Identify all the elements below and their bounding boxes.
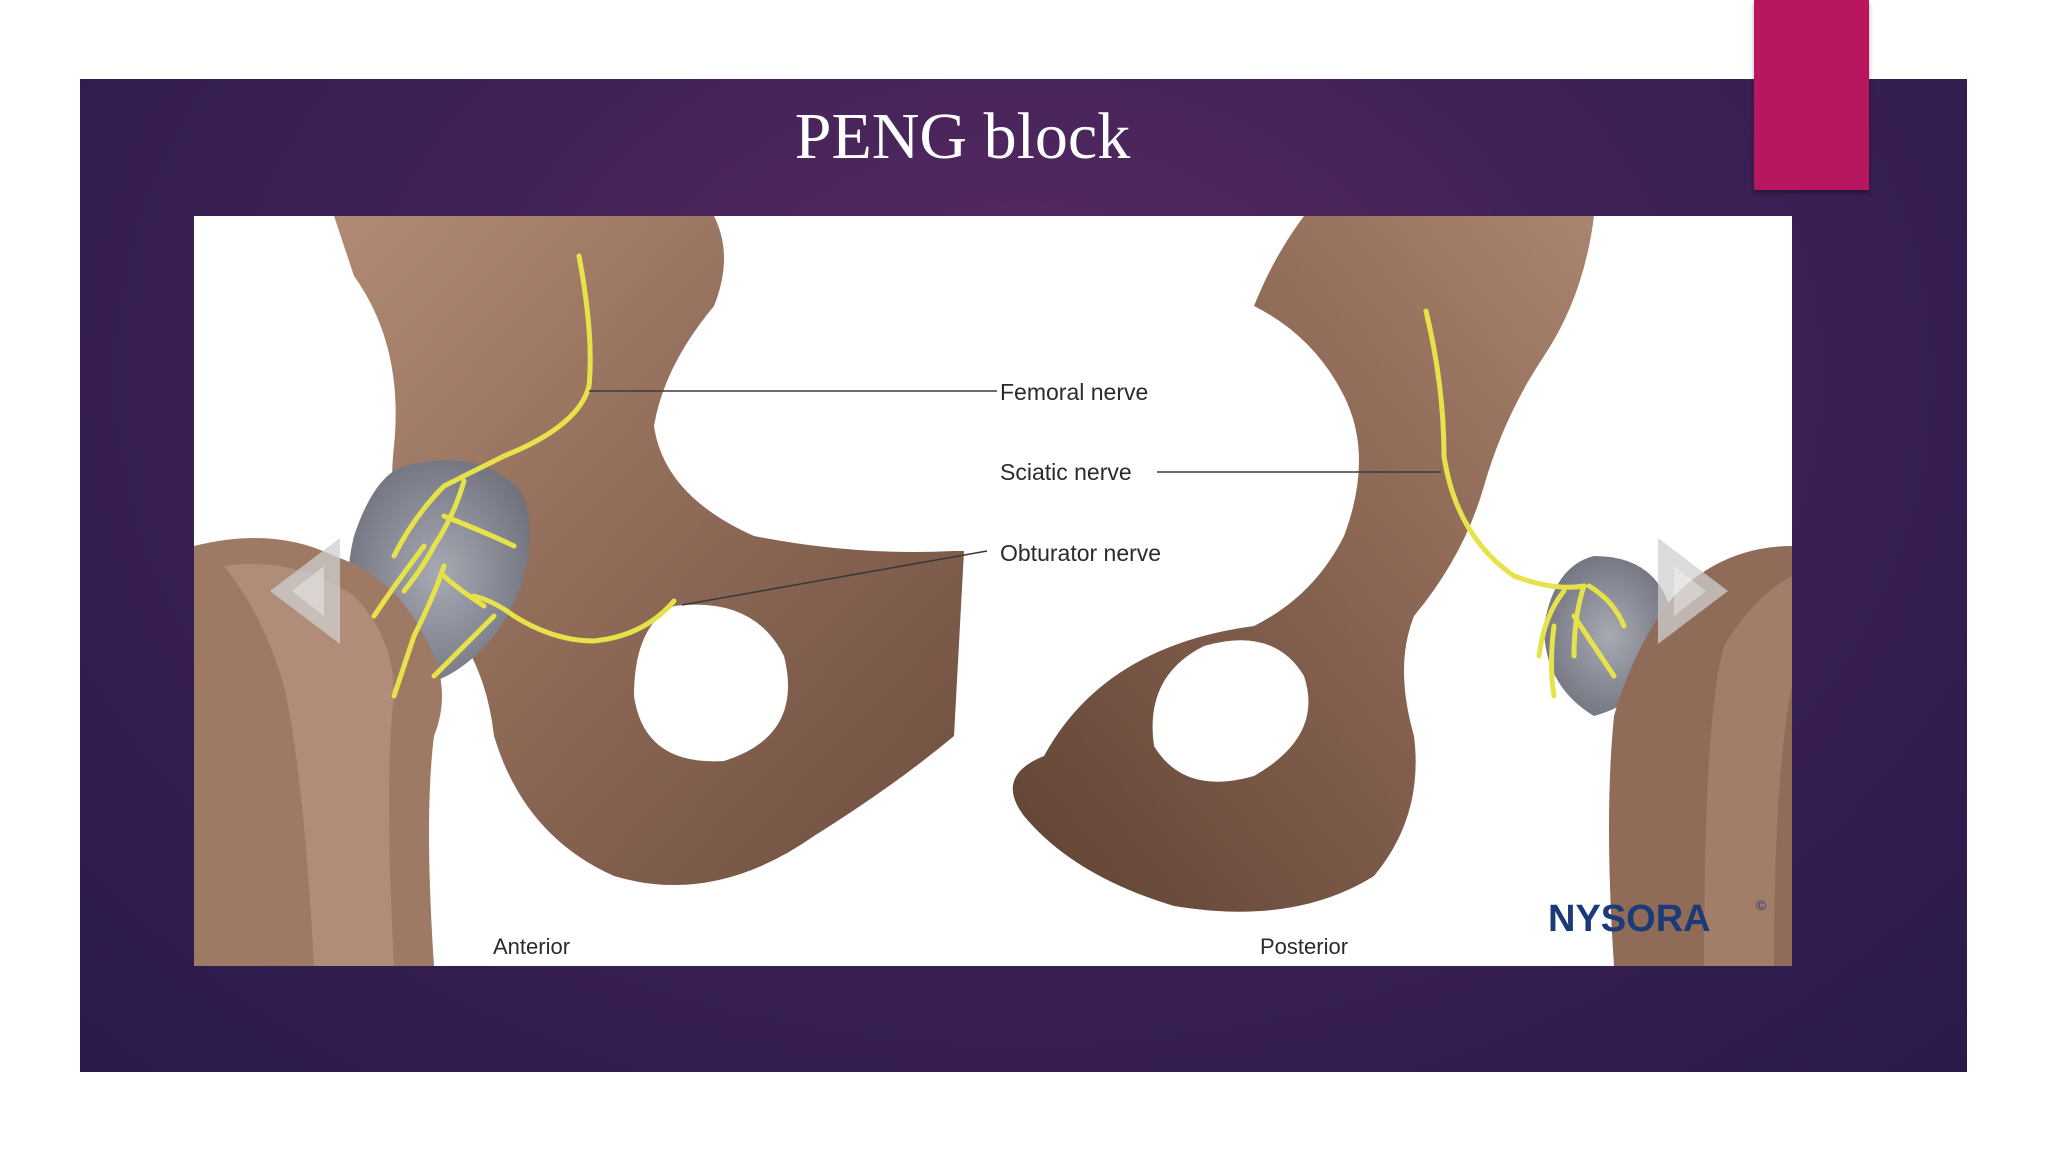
accent-tab — [1754, 0, 1869, 190]
anatomy-figure: Femoral nerve Sciatic nerve Obturator ne… — [194, 216, 1792, 966]
posterior-nerves — [1423, 308, 1627, 699]
posterior-pelvis — [1012, 216, 1594, 912]
hip-anatomy-illustration — [194, 216, 1792, 966]
nysora-logo: NYSORA — [1548, 898, 1711, 940]
femoral-nerve-label: Femoral nerve — [1000, 379, 1148, 405]
sciatic-nerve-label: Sciatic nerve — [1000, 459, 1132, 485]
label-leader-lines — [589, 390, 1441, 606]
anterior-femur — [194, 538, 442, 966]
chevron-right-icon — [1658, 538, 1728, 644]
chevron-left-icon — [270, 538, 340, 644]
posterior-femur — [1609, 546, 1792, 966]
slide-title: PENG block — [794, 100, 1131, 173]
figure-labels: Femoral nerve Sciatic nerve Obturator ne… — [493, 379, 1767, 959]
anterior-caption: Anterior — [493, 934, 570, 959]
previous-slide-button[interactable] — [262, 536, 342, 646]
anterior-pelvis — [334, 216, 964, 885]
nysora-logo-mark: © — [1756, 897, 1767, 913]
anterior-nerves — [371, 253, 677, 699]
posterior-caption: Posterior — [1260, 934, 1348, 959]
next-slide-button[interactable] — [1656, 536, 1736, 646]
obturator-nerve-label: Obturator nerve — [1000, 540, 1161, 566]
